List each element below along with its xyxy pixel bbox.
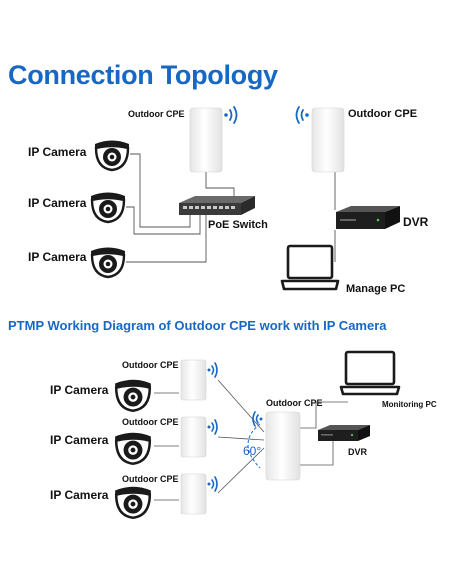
dvr-icon bbox=[318, 425, 370, 441]
angle-arc bbox=[247, 423, 261, 469]
page-title: Connection Topology bbox=[8, 60, 278, 90]
dome-camera-icon bbox=[89, 246, 127, 279]
dome-camera-icon bbox=[113, 431, 153, 466]
top-camera-label-3: IP Camera bbox=[28, 250, 87, 264]
bottom-camera-label-2: IP Camera bbox=[50, 433, 109, 447]
dvr-icon bbox=[336, 206, 400, 229]
laptop-icon bbox=[339, 350, 401, 396]
top-connection-lines bbox=[126, 153, 336, 263]
top-cpe-left bbox=[189, 107, 223, 173]
bottom-cpe-3 bbox=[180, 473, 207, 515]
section-subtitle: PTMP Working Diagram of Outdoor CPE work… bbox=[8, 318, 387, 333]
bottom-connection-lines bbox=[154, 379, 348, 501]
bottom-camera-label-3: IP Camera bbox=[50, 488, 109, 502]
wifi-signal-icon bbox=[207, 362, 218, 378]
bottom-pc-label: Monitoring PC bbox=[382, 400, 437, 409]
bottom-cpe-label-1: Outdoor CPE bbox=[122, 360, 179, 370]
laptop-icon bbox=[280, 244, 340, 291]
bottom-cpe-label-2: Outdoor CPE bbox=[122, 417, 179, 427]
bottom-dvr-label: DVR bbox=[348, 447, 368, 457]
bottom-camera-label-1: IP Camera bbox=[50, 383, 109, 397]
poe-switch-icon bbox=[179, 196, 255, 215]
top-pc-label: Manage PC bbox=[346, 283, 406, 295]
angle-label: 60° bbox=[243, 444, 262, 458]
wifi-signal-icon bbox=[295, 106, 309, 124]
bottom-center-cpe-label: Outdoor CPE bbox=[266, 398, 323, 408]
dome-camera-icon bbox=[113, 378, 153, 413]
wifi-signal-icon bbox=[224, 106, 238, 124]
wifi-signal-icon bbox=[207, 476, 218, 492]
top-camera-label-1: IP Camera bbox=[28, 145, 87, 159]
wifi-signal-icon bbox=[252, 411, 263, 427]
wifi-signal-icon bbox=[207, 419, 218, 435]
bottom-cpe-label-3: Outdoor CPE bbox=[122, 474, 179, 484]
dome-camera-icon bbox=[113, 485, 153, 520]
top-dvr-label: DVR bbox=[403, 215, 429, 229]
top-camera-label-2: IP Camera bbox=[28, 196, 87, 210]
bottom-cpe-2 bbox=[180, 416, 207, 458]
dome-camera-icon bbox=[93, 139, 131, 172]
bottom-cpe-1 bbox=[180, 359, 207, 401]
top-cpe-right bbox=[311, 107, 345, 173]
top-cpe-right-label: Outdoor CPE bbox=[348, 108, 418, 120]
dome-camera-icon bbox=[89, 191, 127, 224]
top-cpe-left-label: Outdoor CPE bbox=[128, 109, 185, 119]
top-switch-label: PoE Switch bbox=[208, 219, 268, 231]
bottom-center-cpe bbox=[265, 411, 301, 481]
